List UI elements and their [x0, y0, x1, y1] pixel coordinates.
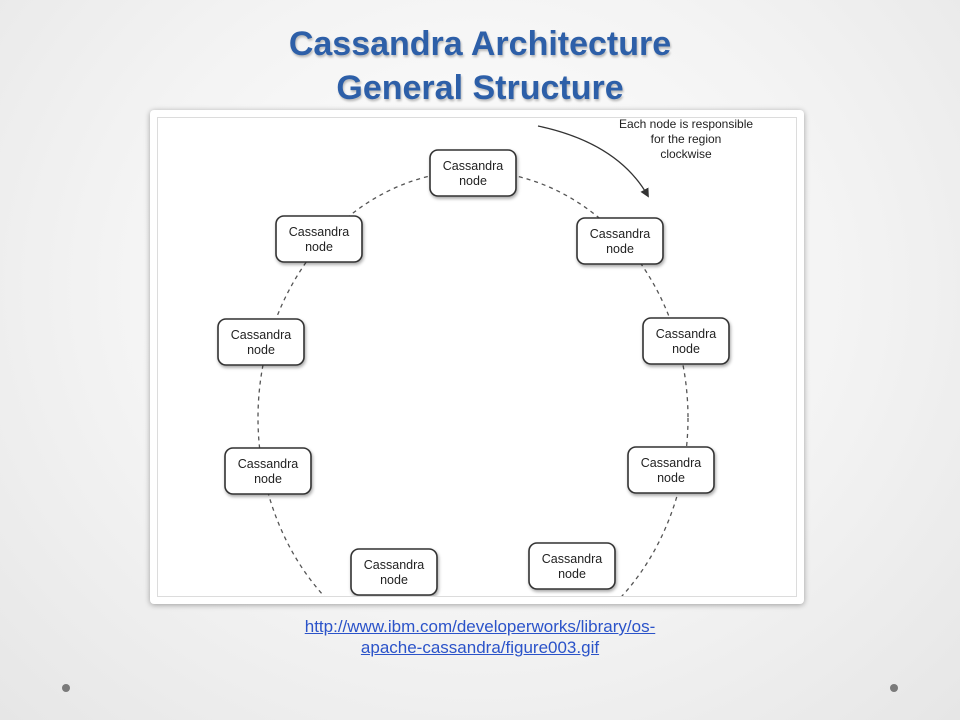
node-label-line-1: Cassandra — [542, 552, 602, 566]
node-label-line-2: node — [558, 567, 586, 581]
slide-title-line-2: General Structure — [336, 69, 624, 107]
slide-title: Cassandra Architecture General Structure — [0, 22, 960, 110]
node-label-line-1: Cassandra — [443, 159, 503, 173]
node-label-line-1: Cassandra — [656, 327, 716, 341]
node-label-line-2: node — [305, 240, 333, 254]
node-label-line-2: node — [657, 471, 685, 485]
annotation-line-1: Each node is responsible — [619, 118, 753, 131]
node-label-line-1: Cassandra — [364, 558, 424, 572]
node-box — [275, 215, 363, 263]
node-label-line-2: node — [254, 472, 282, 486]
node-box — [217, 318, 305, 366]
node-label-line-2: node — [247, 343, 275, 357]
node-label-line-1: Cassandra — [590, 227, 650, 241]
node-box — [627, 446, 715, 494]
node-box — [576, 217, 664, 265]
source-link-line-2: apache-cassandra/figure003.gif — [360, 638, 600, 657]
slide-title-line-1: Cassandra Architecture — [288, 25, 672, 63]
annotation-line-3: clockwise — [660, 147, 712, 161]
node-label-line-1: Cassandra — [238, 457, 298, 471]
node-label-line-1: Cassandra — [231, 328, 291, 342]
slide-dot-right — [890, 684, 898, 692]
node-box — [429, 149, 517, 197]
node-box — [528, 542, 616, 590]
node-box — [224, 447, 312, 495]
node-box — [642, 317, 730, 365]
node-label-line-1: Cassandra — [289, 225, 349, 239]
node-box — [350, 548, 438, 596]
annotation-line-2: for the region — [651, 132, 722, 146]
node-label-line-1: Cassandra — [641, 456, 701, 470]
node-label-line-2: node — [672, 342, 700, 356]
nodes-group: CassandranodeCassandranodeCassandranodeC… — [217, 149, 730, 596]
node-label-line-2: node — [459, 174, 487, 188]
node-label-line-2: node — [606, 242, 634, 256]
clockwise-arrow — [537, 125, 649, 198]
node-label-line-2: node — [380, 573, 408, 587]
source-link[interactable]: http://www.ibm.com/developerworks/librar… — [0, 616, 960, 658]
slide-dot-left — [62, 684, 70, 692]
source-link-line-1: http://www.ibm.com/developerworks/librar… — [304, 617, 656, 636]
